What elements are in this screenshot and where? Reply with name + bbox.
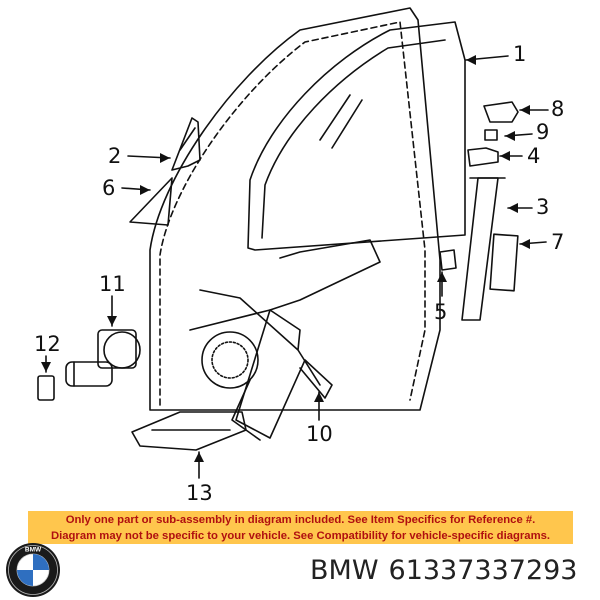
bmw-logo-text: BMW bbox=[25, 547, 42, 554]
callout-12: 12 bbox=[34, 332, 61, 356]
part-9-clip bbox=[484, 129, 498, 141]
part-10-regulator bbox=[235, 239, 381, 439]
part-8-clip bbox=[483, 101, 519, 123]
part-2-bracket bbox=[171, 117, 201, 171]
callout-10: 10 bbox=[306, 422, 333, 446]
disclaimer-line-1: Only one part or sub-assembly in diagram… bbox=[65, 513, 536, 526]
part-7-channel bbox=[489, 233, 519, 292]
callout-11: 11 bbox=[99, 272, 126, 296]
part-label: BMW 61337337293 bbox=[310, 555, 587, 586]
door-frame bbox=[149, 7, 441, 411]
disclaimer-banner: Only one part or sub-assembly in diagram… bbox=[28, 511, 573, 544]
exploded-parts-diagram bbox=[37, 7, 549, 479]
callout-2: 2 bbox=[108, 144, 122, 168]
callout-9: 9 bbox=[536, 120, 550, 144]
callout-3: 3 bbox=[536, 195, 550, 219]
callout-8: 8 bbox=[551, 97, 565, 121]
bmw-roundel-icon: BMW bbox=[6, 543, 60, 597]
callout-4: 4 bbox=[527, 144, 541, 168]
callout-1: 1 bbox=[513, 42, 527, 66]
part-12-gasket bbox=[37, 375, 55, 401]
callout-6: 6 bbox=[102, 176, 116, 200]
door-glass bbox=[247, 21, 466, 251]
part-6-glass bbox=[129, 177, 173, 226]
callout-5: 5 bbox=[434, 300, 448, 324]
disclaimer-line-2: Diagram may not be specific to your vehi… bbox=[50, 529, 551, 542]
part-13-module bbox=[131, 411, 247, 451]
brand-name: BMW bbox=[310, 555, 379, 586]
part-4-slider bbox=[467, 147, 499, 167]
callout-7: 7 bbox=[551, 230, 565, 254]
callout-13: 13 bbox=[186, 481, 213, 505]
part-number: 61337337293 bbox=[388, 555, 578, 586]
part-5-clip bbox=[439, 249, 457, 271]
part-11-motor bbox=[65, 329, 141, 387]
